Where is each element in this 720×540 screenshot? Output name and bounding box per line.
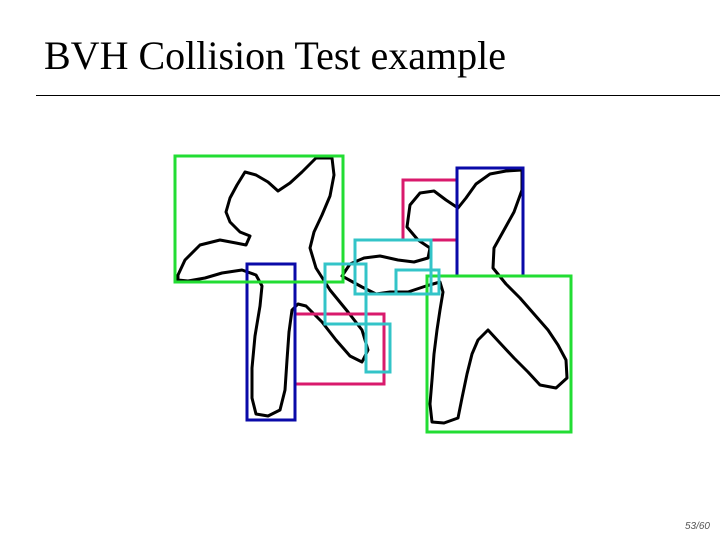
green-root-box-left	[173, 154, 345, 284]
left-object-outline	[176, 156, 370, 418]
green-root-box-right	[425, 274, 573, 434]
cyan-box-right-b	[394, 268, 441, 296]
right-object-outline	[340, 168, 569, 425]
blue-bounding-box-right-upper	[455, 166, 525, 278]
slide-title: BVH Collision Test example	[44, 33, 506, 78]
cyan-box-right-a	[353, 238, 433, 296]
blue-bounding-box-left-lower	[245, 262, 297, 422]
title-divider	[36, 95, 720, 96]
page-number: 53/60	[684, 521, 710, 532]
cyan-box-left-b	[364, 322, 392, 374]
